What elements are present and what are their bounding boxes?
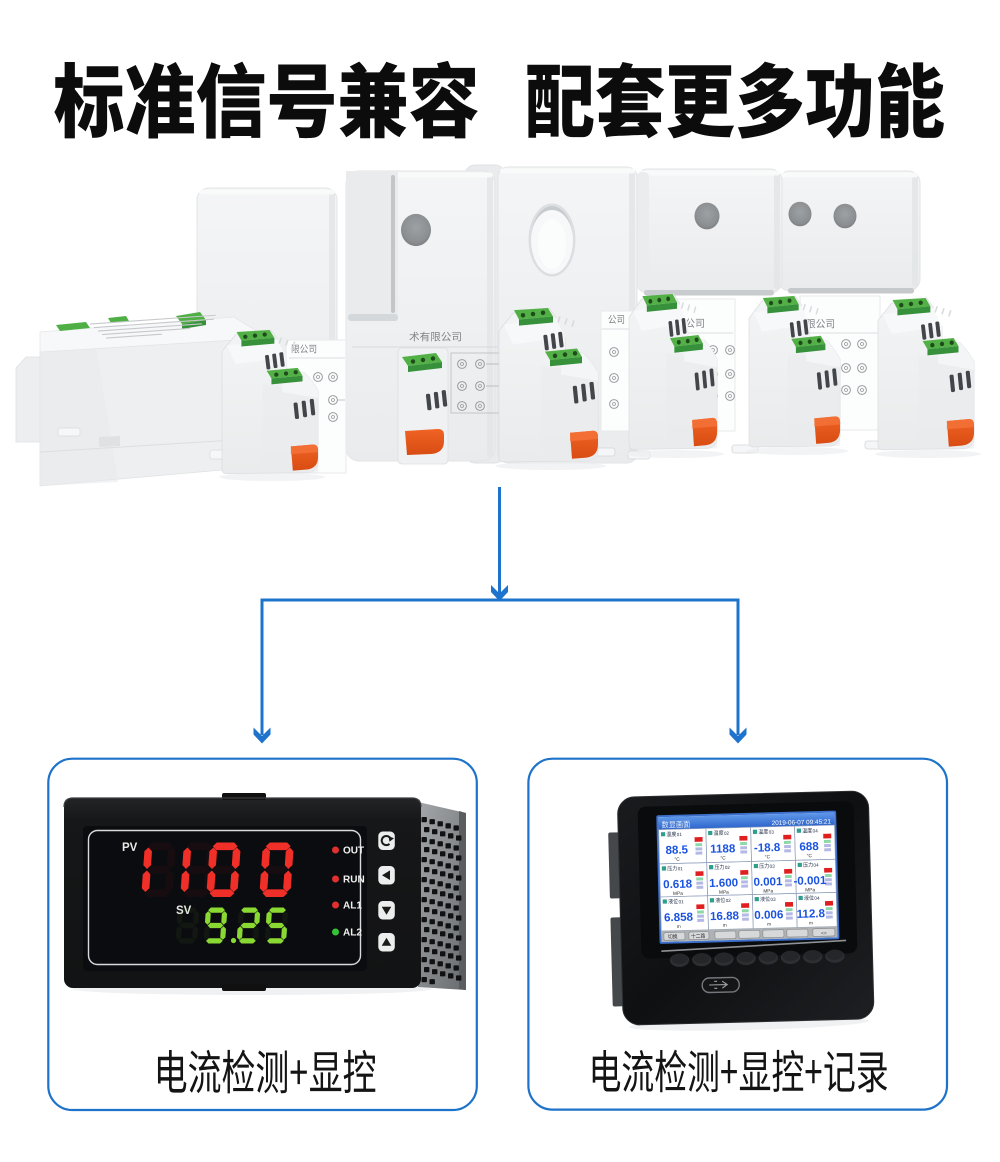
svg-text:MPa: MPa bbox=[763, 888, 773, 894]
svg-text:PV: PV bbox=[122, 842, 138, 854]
svg-text:SV: SV bbox=[176, 905, 192, 917]
svg-text:-0.001: -0.001 bbox=[793, 874, 827, 888]
svg-text:AL1: AL1 bbox=[343, 901, 362, 912]
svg-text:MPa: MPa bbox=[805, 887, 815, 893]
svg-text:03: 03 bbox=[769, 830, 775, 835]
svg-text:01: 01 bbox=[677, 832, 683, 837]
svg-text:m: m bbox=[809, 921, 813, 926]
svg-text:°C: °C bbox=[765, 854, 771, 860]
svg-text:AL2: AL2 bbox=[343, 928, 362, 939]
svg-text:1188: 1188 bbox=[710, 842, 736, 856]
svg-text:04: 04 bbox=[813, 863, 819, 868]
svg-text:RUN: RUN bbox=[343, 875, 365, 886]
svg-text:°C: °C bbox=[674, 857, 680, 863]
svg-text:m: m bbox=[723, 924, 727, 929]
svg-text:6.858: 6.858 bbox=[664, 911, 694, 925]
svg-text:-18.8: -18.8 bbox=[754, 841, 781, 855]
svg-text:OUT: OUT bbox=[343, 846, 364, 857]
svg-text:°C: °C bbox=[807, 853, 813, 859]
svg-text:m: m bbox=[677, 925, 681, 930]
svg-text:0.618: 0.618 bbox=[663, 877, 693, 891]
svg-text:02: 02 bbox=[726, 898, 732, 903]
svg-text:16.88: 16.88 bbox=[710, 909, 740, 923]
svg-text:<>: <> bbox=[821, 931, 827, 937]
svg-text:01: 01 bbox=[678, 866, 684, 871]
svg-text:0.001: 0.001 bbox=[753, 875, 783, 889]
svg-text:03: 03 bbox=[770, 864, 776, 869]
svg-text:m: m bbox=[767, 923, 771, 928]
svg-text:04: 04 bbox=[813, 828, 819, 833]
svg-text:03: 03 bbox=[770, 897, 776, 902]
svg-text:0.006: 0.006 bbox=[754, 908, 784, 922]
svg-text:01: 01 bbox=[678, 899, 684, 904]
svg-text:88.5: 88.5 bbox=[665, 843, 688, 857]
svg-text:1.600: 1.600 bbox=[709, 876, 738, 890]
svg-text:04: 04 bbox=[814, 896, 820, 901]
svg-text:MPa: MPa bbox=[673, 891, 683, 897]
svg-text:°C: °C bbox=[720, 855, 726, 861]
svg-text:112.8: 112.8 bbox=[796, 907, 825, 921]
svg-text:MPa: MPa bbox=[719, 890, 729, 896]
svg-text:02: 02 bbox=[724, 831, 730, 836]
svg-text:02: 02 bbox=[725, 865, 731, 870]
svg-text:2019-06-07 09:45:21: 2019-06-07 09:45:21 bbox=[772, 819, 832, 828]
svg-text:688: 688 bbox=[799, 840, 819, 854]
